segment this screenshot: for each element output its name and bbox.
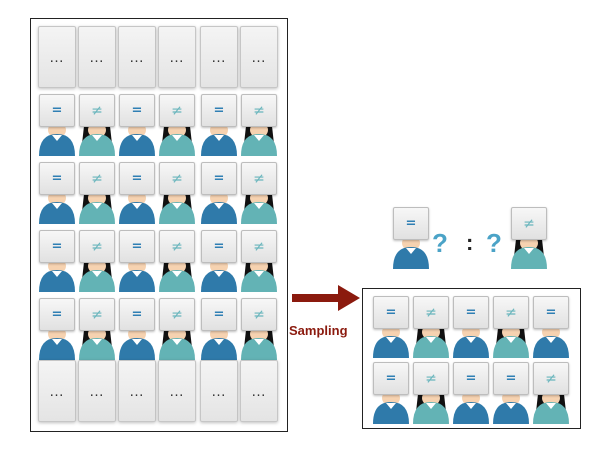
ratio-colon: :	[466, 230, 474, 255]
population-member: ≠	[240, 298, 278, 360]
equal-card: =	[119, 298, 155, 331]
equal-card: =	[201, 162, 237, 195]
not-equal-card: ≠	[241, 230, 277, 263]
sample-member: =	[372, 362, 410, 424]
ellipsis-card-bottom: …	[200, 360, 238, 422]
person-equal-icon	[119, 258, 155, 292]
ellipsis-card-bottom: …	[38, 360, 76, 422]
sample-member: ≠	[412, 362, 450, 424]
not-equal-card: ≠	[241, 94, 277, 127]
population-member: =	[38, 298, 76, 360]
population-member: =	[200, 162, 238, 224]
population-member: =	[200, 94, 238, 156]
person-equal-icon	[453, 390, 489, 424]
not-equal-card: ≠	[413, 296, 449, 329]
equal-card: =	[453, 296, 489, 329]
sample-member: =	[452, 362, 490, 424]
equal-card: =	[373, 362, 409, 395]
equal-card: =	[201, 230, 237, 263]
population-member: ≠	[158, 230, 196, 292]
population-member: ≠	[240, 162, 278, 224]
not-equal-card: ≠	[159, 230, 195, 263]
equal-card: =	[119, 162, 155, 195]
population-member: =	[118, 162, 156, 224]
sample-member: =	[492, 362, 530, 424]
population-member: ≠	[158, 94, 196, 156]
not-equal-card: ≠	[79, 162, 115, 195]
not-equal-card: ≠	[493, 296, 529, 329]
population-member: ≠	[240, 94, 278, 156]
ellipsis-card-bottom: …	[118, 360, 156, 422]
not-equal-card: ≠	[413, 362, 449, 395]
sample-member: =	[372, 296, 410, 358]
person-equal-icon	[39, 190, 75, 224]
population-member: ≠	[158, 162, 196, 224]
ellipsis-card-top: …	[200, 26, 238, 88]
ellipsis-card-top: …	[158, 26, 196, 88]
ratio-equal-member: =	[392, 207, 430, 269]
sample-member: =	[452, 296, 490, 358]
equal-card: =	[39, 298, 75, 331]
not-equal-card: ≠	[79, 230, 115, 263]
not-equal-card: ≠	[79, 298, 115, 331]
equal-card: =	[39, 162, 75, 195]
not-equal-card: ≠	[79, 94, 115, 127]
population-member: =	[38, 94, 76, 156]
ellipsis-card-top: …	[38, 26, 76, 88]
equal-card: =	[119, 94, 155, 127]
equal-card: =	[393, 207, 429, 240]
not-equal-card: ≠	[159, 162, 195, 195]
equal-card: =	[39, 94, 75, 127]
sample-member: =	[532, 296, 570, 358]
population-member: =	[200, 298, 238, 360]
population-member: ≠	[78, 94, 116, 156]
population-member: ≠	[78, 162, 116, 224]
sample-member: ≠	[412, 296, 450, 358]
not-equal-card: ≠	[241, 298, 277, 331]
not-equal-card: ≠	[159, 94, 195, 127]
ellipsis-card-top: …	[240, 26, 278, 88]
ellipsis-card-bottom: …	[158, 360, 196, 422]
sample-member: ≠	[492, 296, 530, 358]
population-member: =	[200, 230, 238, 292]
ratio-left-question: ?	[432, 228, 448, 258]
sample-member: ≠	[532, 362, 570, 424]
equal-card: =	[493, 362, 529, 395]
equal-card: =	[533, 296, 569, 329]
equal-card: =	[453, 362, 489, 395]
equal-card: =	[373, 296, 409, 329]
equal-card: =	[201, 298, 237, 331]
ratio-not-equal-member: ≠	[510, 207, 548, 269]
ratio-right-question: ?	[486, 228, 502, 258]
ellipsis-card-top: …	[78, 26, 116, 88]
population-member: =	[38, 230, 76, 292]
not-equal-card: ≠	[159, 298, 195, 331]
equal-card: =	[39, 230, 75, 263]
population-member: =	[38, 162, 76, 224]
person-equal-icon	[493, 390, 529, 424]
population-member: ≠	[78, 298, 116, 360]
ellipsis-card-bottom: …	[240, 360, 278, 422]
sampling-arrow	[292, 285, 360, 311]
not-equal-card: ≠	[511, 207, 547, 240]
sampling-label: Sampling	[289, 323, 348, 338]
equal-card: =	[119, 230, 155, 263]
population-member: =	[118, 94, 156, 156]
ellipsis-card-bottom: …	[78, 360, 116, 422]
population-member: ≠	[78, 230, 116, 292]
equal-card: =	[201, 94, 237, 127]
ellipsis-card-top: …	[118, 26, 156, 88]
not-equal-card: ≠	[533, 362, 569, 395]
population-member: ≠	[240, 230, 278, 292]
population-member: ≠	[158, 298, 196, 360]
population-member: =	[118, 298, 156, 360]
population-member: =	[118, 230, 156, 292]
not-equal-card: ≠	[241, 162, 277, 195]
